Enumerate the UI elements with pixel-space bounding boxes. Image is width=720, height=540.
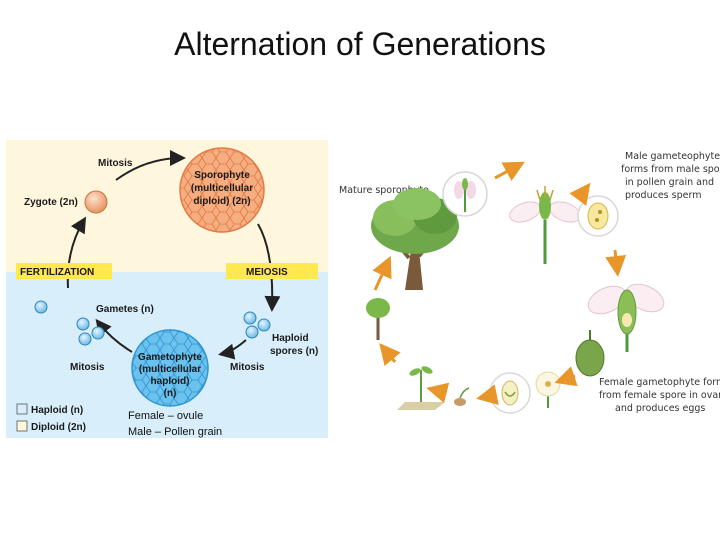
life-cycle-svg: Sporophyte (multicellular diploid) (2n) … [6, 140, 328, 438]
gametophyte-label-1: Gametophyte [138, 352, 202, 363]
zygote-label: Zygote (2n) [24, 197, 78, 208]
mitosis-top-label: Mitosis [98, 158, 133, 169]
small-flower-illustration [535, 371, 561, 408]
arrow-orange [554, 366, 578, 387]
sporophyte-label-2: (multicellular [191, 183, 253, 194]
fertilization-bar [16, 263, 112, 279]
spore-cell [245, 325, 259, 339]
plant-life-cycle: Mature sporophyte Male gameteophyte form… [335, 140, 720, 440]
gametophyte-cell [131, 329, 209, 407]
gamete-cell [76, 317, 90, 331]
mitosis-right-label: Mitosis [230, 362, 265, 373]
note-female: Female – ovule [128, 410, 203, 422]
life-cycle-diagram: Sporophyte (multicellular diploid) (2n) … [6, 140, 328, 438]
gamete-cell [91, 326, 105, 340]
spore-cell [257, 318, 271, 332]
spore-cell [243, 311, 257, 325]
arrow-zygote-to-sporophyte [115, 150, 186, 181]
diploid-region [6, 140, 328, 272]
sporophyte-label-1: Sporophyte [194, 170, 250, 181]
legend-haploid-label: Haploid (n) [31, 405, 83, 416]
female-caption-3: and produces eggs [615, 403, 705, 414]
germinating-seed-illustration [454, 387, 470, 406]
gametophyte-label-4: (n) [164, 388, 177, 399]
haploid-spores-label-2: spores (n) [270, 346, 318, 357]
haploid-spores-label-1: Haploid [272, 333, 309, 344]
sporophyte-label-3: diploid) (2n) [193, 196, 250, 207]
arrow-orange [569, 182, 591, 206]
male-caption-3: in pollen grain and [625, 177, 714, 188]
gamete-cell [78, 332, 92, 346]
meiosis-label: MEIOSIS [246, 267, 288, 278]
ovary-illustration [575, 330, 605, 377]
flower-bud-illustration [454, 178, 476, 212]
arrow-gametes-to-zygote [66, 216, 87, 289]
arrow-orange [494, 161, 525, 181]
pollen-grain-icon [587, 202, 609, 230]
pistil-flower-illustration [587, 283, 665, 352]
mature-sporophyte-label: Mature sporophyte [339, 185, 429, 196]
slide-title: Alternation of Generations [174, 26, 546, 62]
male-caption-1: Male gameteophyte [625, 151, 720, 162]
female-caption-2: from female spore in ovary [599, 390, 720, 401]
gametophyte-label-3: haploid) [151, 376, 190, 387]
female-caption-1: Female gametophyte forms [599, 377, 720, 388]
gamete-cell [34, 300, 48, 314]
legend-swatch-diploid [16, 420, 28, 432]
gametophyte-label-2: (multicellular [139, 364, 201, 375]
male-caption-4: produces sperm [625, 190, 701, 201]
open-flower-illustration [509, 186, 581, 264]
seedling-illustration [397, 366, 445, 410]
meiosis-bar [226, 263, 318, 279]
male-caption-2: forms from male spore [621, 164, 720, 175]
arrow-orange [605, 249, 627, 277]
arrow-spores-to-gametophyte [218, 339, 247, 360]
note-male: Male – Pollen grain [128, 426, 222, 438]
gametes-label: Gametes (n) [96, 304, 154, 315]
mitosis-left-label: Mitosis [70, 362, 105, 373]
arrow-sporophyte-to-meiosis [257, 223, 281, 312]
plant-cycle-svg: Mature sporophyte Male gameteophyte form… [339, 151, 720, 414]
arrow-orange [372, 255, 392, 291]
arrow-orange [426, 382, 450, 404]
fertilization-label: FERTILIZATION [20, 267, 94, 278]
mature-tree-illustration [371, 188, 459, 290]
arrow-orange [476, 384, 499, 405]
legend-diploid-label: Diploid (2n) [31, 422, 86, 433]
young-tree-illustration [366, 298, 390, 340]
sporophyte-cell [179, 147, 265, 233]
arrow-orange [379, 343, 401, 366]
zygote-cell [84, 190, 108, 214]
seed-icon [501, 380, 519, 406]
legend-swatch-haploid [16, 403, 28, 415]
arrow-gametophyte-to-gametes [95, 318, 133, 353]
